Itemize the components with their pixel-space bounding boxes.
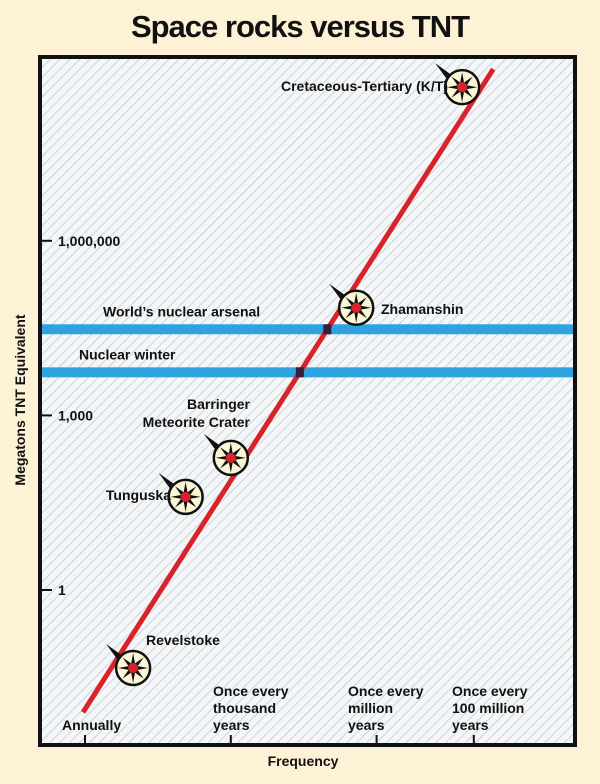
plot-frame — [38, 55, 577, 747]
band-crossing — [323, 324, 332, 335]
event-label: Cretaceous-Tertiary (K/T) — [281, 78, 448, 94]
x-tick-label-line: Annually — [62, 717, 121, 733]
x-tick-label-line: years — [348, 717, 385, 733]
impact-center — [351, 302, 362, 313]
x-axis-label: Frequency — [268, 753, 339, 769]
y-tick-label: 1 — [58, 582, 66, 598]
impact-center — [180, 491, 191, 502]
y-axis-label: Megatons TNT Equivalent — [12, 314, 28, 485]
reference-band — [40, 367, 575, 378]
impact-marker — [158, 472, 204, 516]
impact-marker — [106, 643, 152, 687]
x-tick-label-line: Once every — [452, 683, 528, 699]
x-tick-label-line: Once every — [348, 683, 424, 699]
event-label-line: Cretaceous-Tertiary (K/T) — [281, 78, 448, 94]
x-tick-label-line: years — [213, 717, 250, 733]
event-label: Revelstoke — [146, 632, 220, 648]
event-label: Tunguska — [106, 487, 171, 503]
x-tick-label: Annually — [62, 717, 121, 733]
event-label-line: Zhamanshin — [381, 301, 463, 317]
x-tick-label-line: million — [348, 700, 393, 716]
x-tick-label-line: Once every — [213, 683, 289, 699]
y-tick-label: 1,000,000 — [58, 233, 120, 249]
event-label-line: Meteorite Crater — [143, 414, 251, 430]
event-label-line: Tunguska — [106, 487, 171, 503]
y-tick-label: 1,000 — [58, 407, 93, 423]
event-label-line: Revelstoke — [146, 632, 220, 648]
band-crossing — [295, 367, 304, 378]
impact-marker — [435, 63, 481, 106]
reference-band — [40, 324, 575, 335]
reference-label: World’s nuclear arsenal — [103, 303, 260, 319]
x-tick-label-line: 100 million — [452, 700, 524, 716]
impact-marker — [329, 283, 375, 326]
trend-line — [80, 67, 496, 714]
x-tick-label-line: years — [452, 717, 489, 733]
chart-title: Space rocks versus TNT — [131, 9, 470, 44]
reference-label: Nuclear winter — [79, 346, 176, 362]
plot-area — [40, 57, 575, 745]
impact-center — [457, 82, 468, 93]
event-label-line: Barringer — [187, 396, 251, 412]
event-label: Zhamanshin — [381, 301, 463, 317]
x-tick-label-line: thousand — [213, 700, 276, 716]
impact-center — [128, 662, 139, 673]
impact-center — [225, 452, 236, 463]
impact-marker — [203, 433, 250, 477]
